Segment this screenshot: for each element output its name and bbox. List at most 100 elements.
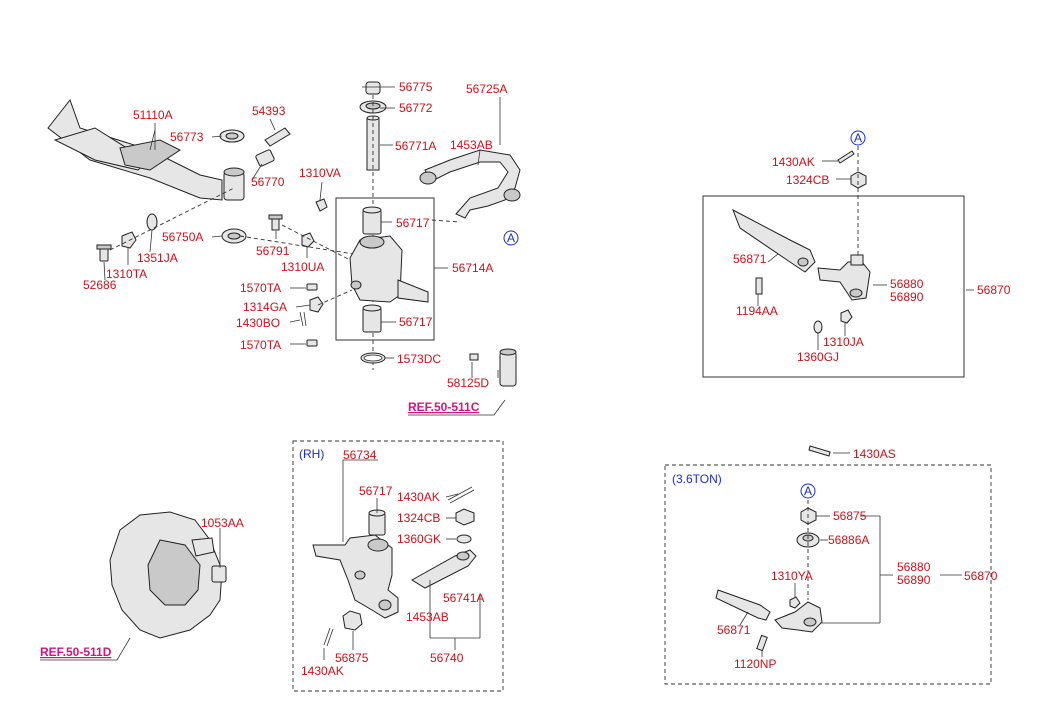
label-56714A: 56714A xyxy=(452,261,493,275)
bolt-1570TA-upper xyxy=(306,283,318,291)
label-56725A: 56725A xyxy=(466,82,507,96)
washer-1360GK-rh xyxy=(456,534,472,544)
label-1570TA-lower: 1570TA xyxy=(240,338,281,352)
ref-link-50-511C[interactable]: REF.50-511C xyxy=(408,400,480,414)
steering-arm-56725A xyxy=(419,149,521,219)
label-56734: 56734 xyxy=(343,448,377,462)
axle-beam-51110A xyxy=(47,98,223,201)
label-56717-lower: 56717 xyxy=(399,315,433,329)
callout-circle-a-1 xyxy=(503,230,519,246)
label-56771A: 56771A xyxy=(395,139,436,153)
label-51110A: 51110A xyxy=(133,108,173,122)
label-56741A: 56741A xyxy=(443,591,484,605)
label-1310VA: 1310VA xyxy=(299,166,341,180)
label-1430AK-rh: 1430AK xyxy=(397,490,440,504)
o-ring-1573DC xyxy=(360,352,386,364)
knuckle-box-56714A xyxy=(335,197,435,341)
pin-54393 xyxy=(264,127,291,147)
steering-arm-56741A xyxy=(411,549,477,589)
bolt-1194AA xyxy=(755,277,763,295)
label-1453AB-upper: 1453AB xyxy=(450,138,493,152)
label-1324CB-top: 1324CB xyxy=(786,173,829,187)
label-56870-36ton: 56870 xyxy=(964,569,998,583)
label-56875-rh: 56875 xyxy=(335,651,369,665)
bolt-52686 xyxy=(96,244,112,262)
label-56871-top: 56871 xyxy=(733,252,767,266)
leader-lines-rh xyxy=(323,459,481,660)
label-1194AA: 1194AA xyxy=(736,304,778,318)
label-56770: 56770 xyxy=(251,175,285,189)
label-1310YA: 1310YA xyxy=(771,569,813,583)
label-1360GJ: 1360GJ xyxy=(797,350,839,364)
cotter-pin-1430AS xyxy=(808,445,831,457)
callout-circle-a-3 xyxy=(800,483,816,499)
cap-56775 xyxy=(365,81,381,95)
label-1314GA: 1314GA xyxy=(243,300,287,314)
label-56775: 56775 xyxy=(399,80,433,94)
label-52686: 52686 xyxy=(83,278,117,292)
connector-58125D xyxy=(469,348,517,387)
label-56791: 56791 xyxy=(256,244,290,258)
label-1430AK-top: 1430AK xyxy=(772,155,815,169)
bolt-56791 xyxy=(268,214,283,231)
bushing-56717-rh xyxy=(368,509,386,536)
label-1573DC: 1573DC xyxy=(397,352,441,366)
tie-rod-end-56880-36ton xyxy=(774,601,823,633)
callout-circle-a-2 xyxy=(850,130,866,146)
label-1310JA: 1310JA xyxy=(823,335,864,349)
label-56772: 56772 xyxy=(399,101,433,115)
nut-1310JA xyxy=(840,309,853,324)
leader-lines-left xyxy=(103,86,506,416)
tie-rod-56871-top xyxy=(732,208,816,273)
label-56717-rh: 56717 xyxy=(359,484,393,498)
label-56870-top: 56870 xyxy=(977,283,1011,297)
ton36-group-box xyxy=(664,464,992,685)
bushing-56717-upper xyxy=(362,206,382,235)
label-56880-top: 56880 xyxy=(890,277,924,291)
tie-rod-box-56870 xyxy=(702,195,965,378)
callout-a-1: A xyxy=(507,231,515,245)
label-1120NP: 1120NP xyxy=(734,657,776,671)
label-1360GK: 1360GK xyxy=(397,532,441,546)
leader-lines-backplate xyxy=(40,528,221,661)
cotter-pin-1430BO xyxy=(299,311,307,327)
label-56875-36ton: 56875 xyxy=(833,509,867,523)
label-1430BO: 1430BO xyxy=(236,316,280,330)
backing-plate-1053AA xyxy=(109,511,227,639)
label-1430AS: 1430AS xyxy=(853,447,896,461)
label-56750A: 56750A xyxy=(162,230,203,244)
bushing-56717-lower xyxy=(362,304,382,333)
label-56871-36ton: 56871 xyxy=(717,623,751,637)
label-1324CB-rh: 1324CB xyxy=(397,511,440,525)
cotter-pin-1430AK-rh xyxy=(447,486,475,504)
knuckle-body xyxy=(349,235,429,303)
label-1310UA: 1310UA xyxy=(281,260,324,274)
label-56886A: 56886A xyxy=(828,533,869,547)
nut-1310UA xyxy=(301,232,315,248)
label-1453AB-rh: 1453AB xyxy=(406,610,449,624)
ton36-group-label: (3.6TON) xyxy=(672,472,722,486)
bolt-1120NP xyxy=(756,634,768,652)
label-1053AA: 1053AA xyxy=(201,516,244,530)
seal-56772 xyxy=(359,100,387,114)
knuckle-56734-rh xyxy=(312,534,399,619)
label-56773: 56773 xyxy=(170,130,204,144)
label-1351JA: 1351JA xyxy=(137,251,178,265)
tie-rod-56871-36ton xyxy=(715,589,771,621)
label-56717-upper: 56717 xyxy=(396,216,430,230)
tie-rod-end-56880-top xyxy=(817,254,871,301)
label-54393: 54393 xyxy=(252,104,286,118)
leader-lines-right-top xyxy=(757,160,974,350)
nut-1324CB-rh xyxy=(455,508,475,526)
label-58125D: 58125D xyxy=(447,376,489,390)
nut-56875-rh xyxy=(342,610,363,631)
label-56890-top: 56890 xyxy=(890,290,924,304)
nut-1310VA xyxy=(315,198,328,212)
callout-a-2: A xyxy=(854,131,862,145)
ref-link-50-511D[interactable]: REF.50-511D xyxy=(40,645,112,659)
washer-1360GJ xyxy=(813,320,823,334)
label-1570TA-upper: 1570TA xyxy=(240,281,281,295)
bolt-1570TA-lower xyxy=(306,339,318,347)
label-56880-36ton: 56880 xyxy=(897,560,931,574)
